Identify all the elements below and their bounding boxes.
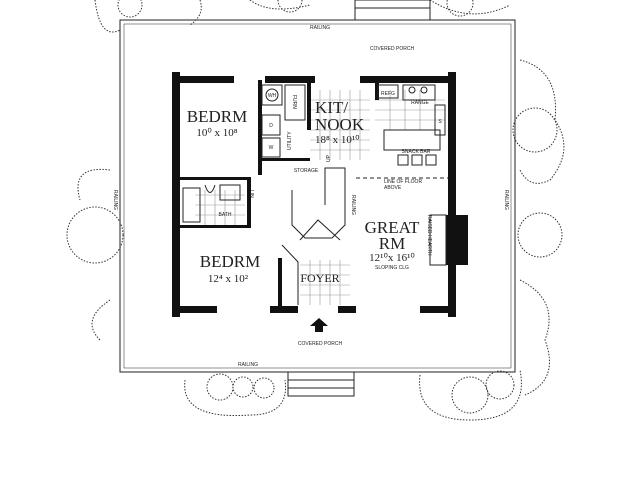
kitchen-name-2: NOOK <box>315 115 365 134</box>
washer-label: W <box>269 145 274 151</box>
great-room-name-2: RM <box>379 234 405 253</box>
sloping-ceiling-note: SLOPING CLG <box>375 265 409 271</box>
sink-label: S <box>438 119 442 125</box>
kitchen-name-1: KIT/ <box>315 98 348 117</box>
bedroom1-dim: 10⁰ x 10⁸ <box>196 127 237 139</box>
entry-arrow-icon <box>310 318 328 332</box>
floor-above-note-1: LINE OF FLOOR <box>384 179 422 185</box>
railing-label-right: RAILING <box>503 190 509 210</box>
water-heater-label: WH <box>268 93 277 99</box>
great-room-dim: 12¹⁰x 16¹⁰ <box>369 252 415 264</box>
stair-railing-label: RAILING <box>350 195 356 215</box>
covered-porch-bottom-label: COVERED PORCH <box>298 341 343 347</box>
dryer-label: D <box>269 123 273 129</box>
railing-label-left: RAILING <box>112 190 118 210</box>
railing-label-bottom: RAILING <box>238 362 258 368</box>
kitchen-dim: 18⁸ x 10¹⁰ <box>315 134 360 146</box>
raised-hearth-label: RAISED HEARTH <box>426 215 432 256</box>
floor-above-note-2: ABOVE <box>384 185 402 191</box>
walls <box>172 72 468 317</box>
bath-name: BATH <box>219 212 232 218</box>
foyer-name: FOYER <box>300 271 339 285</box>
storage-name: STORAGE <box>294 168 319 174</box>
bedroom1-name: BEDRM <box>187 107 247 126</box>
front-steps <box>287 371 355 397</box>
furnace-label: FURN <box>291 95 297 109</box>
bedroom2-name: BEDRM <box>200 252 260 271</box>
stairs-up-label: UP <box>326 154 332 162</box>
range-label: RANGE <box>411 100 429 106</box>
railing-label-top: RAILING <box>310 25 330 31</box>
stairs <box>182 84 448 305</box>
refg-label: REFG <box>381 91 395 97</box>
covered-porch-top-label: COVERED PORCH <box>370 46 415 52</box>
great-room-name-1: GREAT <box>365 218 420 237</box>
rear-steps <box>354 0 431 21</box>
landscaping <box>66 0 565 421</box>
linen-label: LIN <box>248 190 254 198</box>
bedroom2-dim: 12⁴ x 10² <box>208 273 249 285</box>
snack-bar-label: SNACK BAR <box>402 149 431 155</box>
utility-name: UTILITY <box>287 131 293 150</box>
